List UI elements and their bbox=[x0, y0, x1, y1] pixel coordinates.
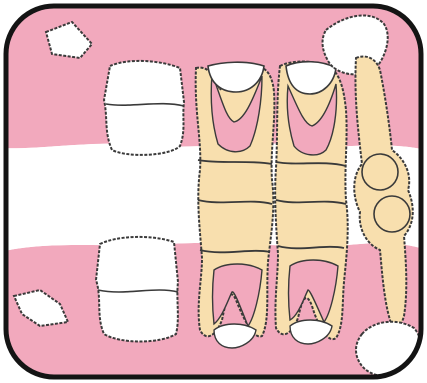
upper-molar-white bbox=[104, 61, 184, 155]
lower-molar-white bbox=[96, 237, 178, 342]
lower-right-tooth-white bbox=[356, 322, 421, 377]
